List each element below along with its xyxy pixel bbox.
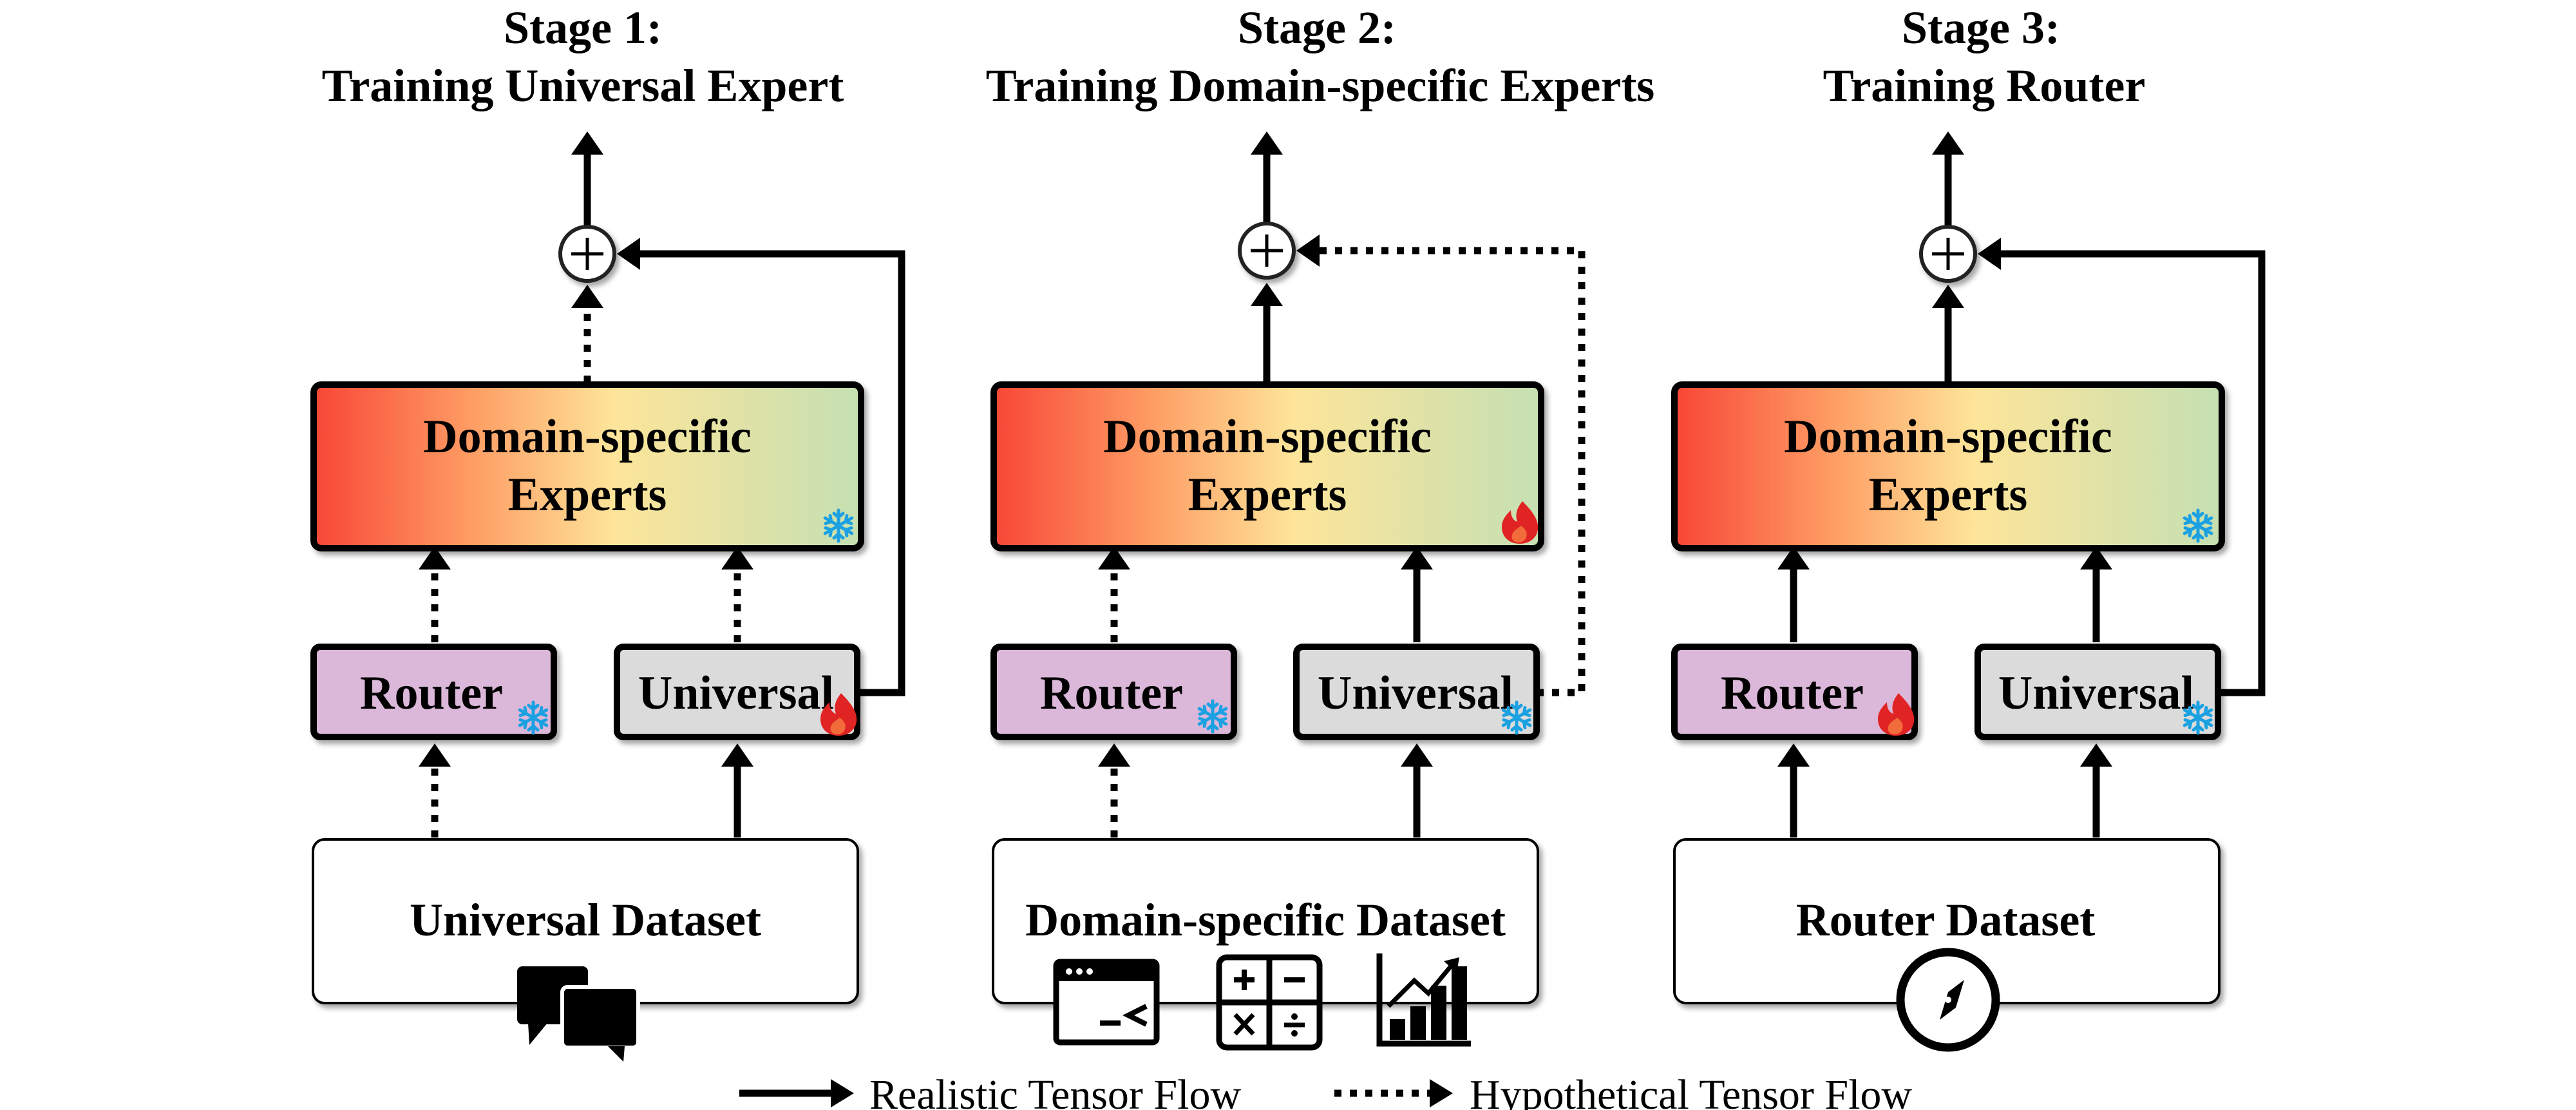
stage-1-title-line1: Stage 1: — [504, 2, 662, 53]
compass-icon — [1896, 948, 2000, 1052]
legend-realistic-label: Realistic Tensor Flow — [869, 1071, 1241, 1110]
calculator-icon — [1216, 954, 1323, 1051]
universal-label: Universal — [1998, 667, 2194, 720]
stage-1-title-line2: Training Universal Expert — [322, 60, 844, 111]
experts-label-line2: Experts — [1869, 468, 2028, 521]
code-window-icon — [1053, 959, 1160, 1046]
stage-2: Stage 2: Training Domain-specific Expert… — [986, 2, 1655, 1051]
experts-label-line1: Domain-specific — [423, 410, 752, 463]
router-label: Router — [1721, 667, 1864, 720]
experts-box — [1671, 381, 2225, 551]
router-box — [990, 644, 1237, 740]
experts-label-line2: Experts — [1188, 468, 1347, 521]
skip-connection-flow — [1998, 250, 2266, 696]
router-box — [1671, 644, 1918, 740]
experts-label-line2: Experts — [508, 468, 667, 521]
bar-chart-icon — [1376, 953, 1471, 1047]
skip-connection-flow — [1317, 247, 1586, 696]
experts-box — [310, 381, 864, 551]
universal-label: Universal — [638, 667, 834, 720]
experts-box — [990, 381, 1544, 551]
legend: Realistic Tensor Flow Hypothetical Tenso… — [739, 1071, 1912, 1110]
stage-2-title-line2: Training Domain-specific Experts — [986, 60, 1655, 111]
stage-3: Stage 3: Training Router Domain-specific… — [1671, 2, 2266, 1052]
stage-3-title-line2: Training Router — [1823, 60, 2146, 111]
router-label: Router — [1040, 667, 1183, 720]
dataset-label: Universal Dataset — [410, 894, 761, 946]
router-box — [310, 644, 557, 740]
chat-bubbles-icon — [517, 966, 640, 1062]
stage-3-title-line1: Stage 3: — [1902, 2, 2060, 53]
experts-label-line1: Domain-specific — [1103, 410, 1432, 463]
dataset-label: Domain-specific Dataset — [1025, 894, 1506, 946]
stage-2-title-line1: Stage 2: — [1238, 2, 1396, 53]
experts-label-line1: Domain-specific — [1784, 410, 2112, 463]
legend-hypothetical-label: Hypothetical Tensor Flow — [1470, 1071, 1912, 1110]
universal-label: Universal — [1318, 667, 1513, 720]
router-label: Router — [360, 667, 503, 720]
dataset-label: Router Dataset — [1796, 894, 2096, 946]
skip-connection-flow — [638, 250, 905, 696]
stage-1: Stage 1: Training Universal Expert Domai… — [310, 2, 905, 1062]
output-arrowhead — [571, 131, 603, 155]
